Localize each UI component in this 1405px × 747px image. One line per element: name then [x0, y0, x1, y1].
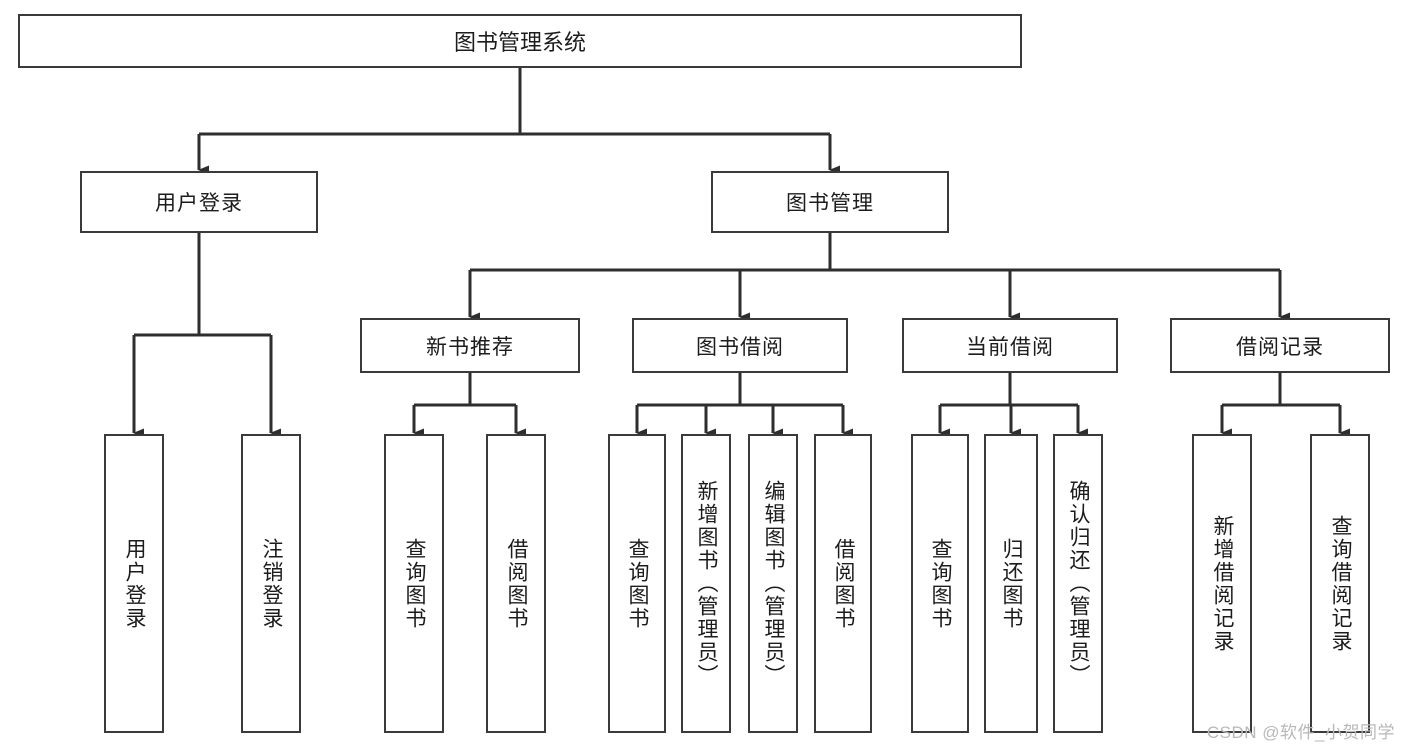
- node-leaf-add-book-label: 新增图书（管理员）: [695, 480, 719, 687]
- node-leaf-edit-book[interactable]: 编辑图书（管理员）: [748, 434, 798, 733]
- node-leaf-add-record-label: 新增借阅记录: [1211, 514, 1235, 653]
- node-borrow-record-label: 借阅记录: [1236, 335, 1324, 359]
- node-new-book-rec-label: 新书推荐: [426, 335, 514, 359]
- node-current-borrow-label: 当前借阅: [966, 335, 1054, 359]
- node-leaf-logout-label: 注销登录: [260, 537, 284, 630]
- node-leaf-borrow-book-1-label: 借阅图书: [505, 537, 529, 630]
- node-leaf-query-book-1-label: 查询图书: [403, 537, 427, 630]
- node-leaf-user-login-label: 用户登录: [123, 537, 147, 630]
- node-leaf-add-book[interactable]: 新增图书（管理员）: [681, 434, 731, 733]
- node-book-borrow[interactable]: 图书借阅: [632, 318, 848, 373]
- node-leaf-query-book-3[interactable]: 查询图书: [911, 434, 969, 733]
- node-new-book-rec[interactable]: 新书推荐: [360, 318, 580, 373]
- node-leaf-return-book-label: 归还图书: [1000, 537, 1024, 630]
- node-leaf-confirm-ret-label: 确认归还（管理员）: [1067, 480, 1091, 687]
- node-leaf-add-record[interactable]: 新增借阅记录: [1192, 434, 1252, 733]
- node-root[interactable]: 图书管理系统: [18, 14, 1022, 68]
- node-leaf-confirm-ret[interactable]: 确认归还（管理员）: [1053, 434, 1103, 733]
- node-current-borrow[interactable]: 当前借阅: [902, 318, 1118, 373]
- node-leaf-borrow-book-2-label: 借阅图书: [832, 537, 856, 630]
- node-leaf-query-book-2[interactable]: 查询图书: [608, 434, 666, 733]
- node-leaf-query-record[interactable]: 查询借阅记录: [1310, 434, 1370, 733]
- node-leaf-logout[interactable]: 注销登录: [241, 434, 301, 733]
- node-leaf-user-login[interactable]: 用户登录: [104, 434, 164, 733]
- node-leaf-query-book-3-label: 查询图书: [929, 537, 953, 630]
- node-leaf-edit-book-label: 编辑图书（管理员）: [762, 480, 786, 687]
- node-root-label: 图书管理系统: [453, 30, 586, 55]
- node-user-login-label: 用户登录: [155, 192, 243, 215]
- node-leaf-borrow-book-2[interactable]: 借阅图书: [814, 434, 872, 733]
- node-borrow-record[interactable]: 借阅记录: [1170, 318, 1390, 373]
- node-user-login[interactable]: 用户登录: [80, 171, 318, 233]
- node-leaf-return-book[interactable]: 归还图书: [984, 434, 1038, 733]
- node-book-manage[interactable]: 图书管理: [711, 171, 949, 233]
- node-leaf-query-book-2-label: 查询图书: [626, 537, 650, 630]
- node-book-borrow-label: 图书借阅: [696, 335, 784, 359]
- node-leaf-query-record-label: 查询借阅记录: [1329, 514, 1353, 653]
- node-leaf-query-book-1[interactable]: 查询图书: [384, 434, 444, 733]
- node-book-manage-label: 图书管理: [786, 192, 874, 215]
- node-leaf-borrow-book-1[interactable]: 借阅图书: [486, 434, 546, 733]
- watermark-text: CSDN @软件_小贺同学: [1206, 723, 1395, 742]
